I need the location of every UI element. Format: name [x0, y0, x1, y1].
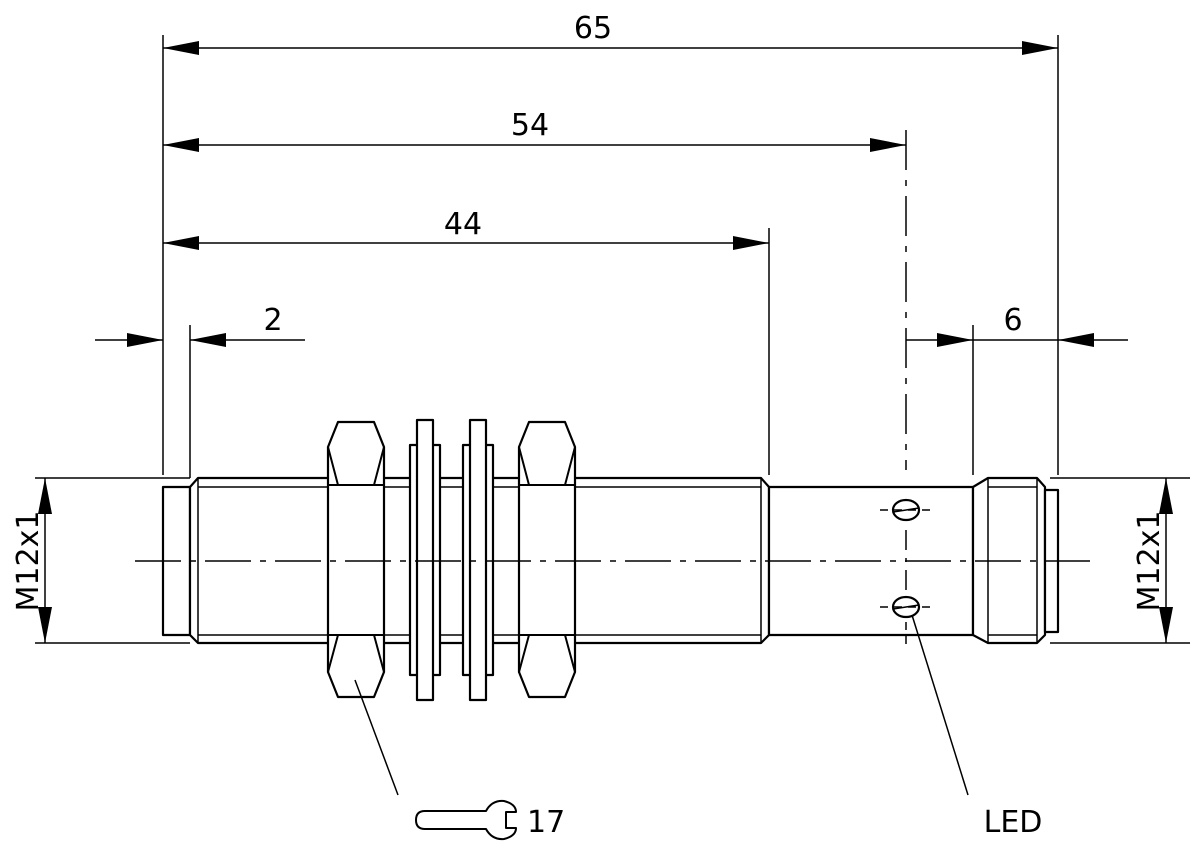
- hex-nut-left: [326, 420, 386, 699]
- dimension-led-position: 54: [163, 108, 906, 152]
- dimension-label-44: 44: [444, 207, 482, 242]
- wrench-callout: 17: [354, 679, 565, 841]
- dimension-thread-length: 44: [163, 207, 769, 250]
- dimension-front-offset: 2: [95, 303, 305, 347]
- dimension-label-65: 65: [574, 11, 612, 46]
- thread-label-left: M12x1: [11, 511, 46, 612]
- hex-nut-right: [517, 420, 577, 699]
- sensor-body: [161, 418, 1060, 702]
- dimension-connector-length: 6: [906, 303, 1128, 347]
- dimension-label-6: 6: [1003, 303, 1022, 338]
- led-callout: LED: [911, 614, 1043, 840]
- washer-plates: [408, 418, 495, 702]
- wrench-size-label: 17: [527, 805, 565, 840]
- dimension-thread-right: M12x1: [1132, 478, 1173, 643]
- dimension-overall-length: 65: [163, 11, 1058, 55]
- wrench-icon: [415, 799, 517, 841]
- dimension-label-54: 54: [511, 108, 549, 143]
- led-label: LED: [984, 805, 1043, 840]
- extension-lines: [35, 35, 1190, 644]
- dimension-label-2: 2: [263, 303, 282, 338]
- thread-label-right: M12x1: [1132, 511, 1167, 612]
- dimension-thread-left: M12x1: [11, 478, 52, 643]
